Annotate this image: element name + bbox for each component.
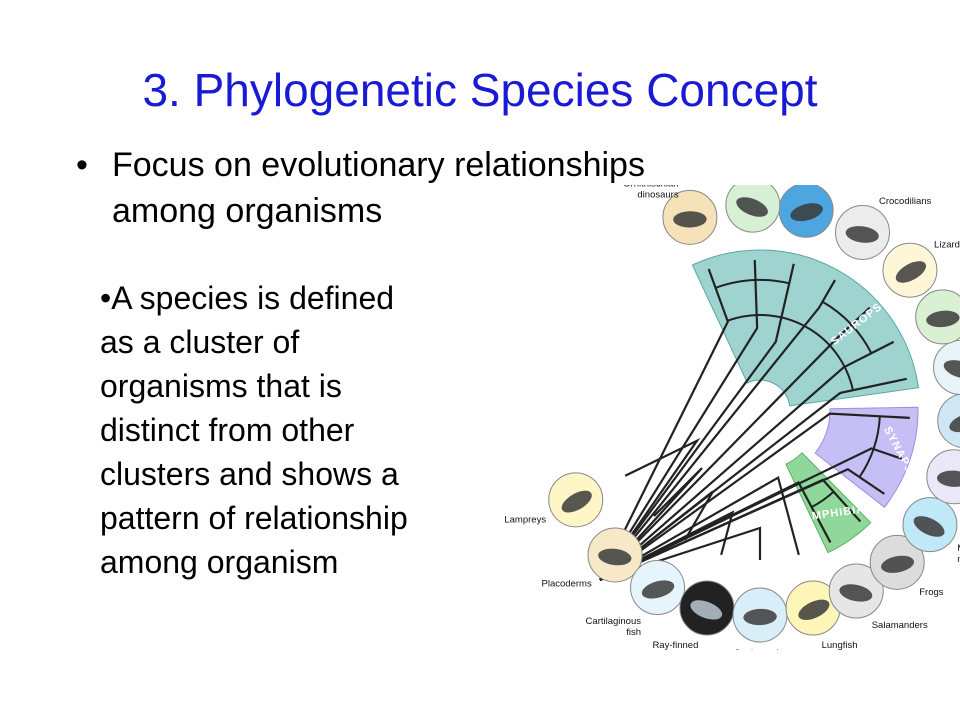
clade-node-arc — [858, 416, 881, 478]
taxon-label: Lungfish — [822, 640, 858, 650]
taxon-label-line: Monotreme — [957, 543, 960, 554]
coelacanth-icon — [743, 608, 777, 626]
sauropsida-clade — [691, 249, 920, 407]
tree-branch — [599, 377, 907, 581]
tree-branch — [599, 263, 795, 581]
tree-branch — [599, 268, 730, 581]
taxon-label: Coelacanths — [734, 648, 787, 650]
definition-line-2: as a cluster of — [100, 324, 300, 360]
tree-branch — [599, 412, 910, 581]
taxon-label: Lampreys — [504, 514, 546, 525]
bullet-marker: • — [76, 146, 88, 184]
frog-icon — [881, 555, 915, 573]
mammal-icon — [949, 413, 960, 433]
bird-icon — [790, 203, 823, 222]
tree-branch — [599, 447, 903, 581]
clade-node-arc — [727, 314, 854, 391]
tree-branch — [599, 475, 800, 581]
taxon-label: Lizards — [934, 240, 960, 251]
taxon-label-line: Lungfish — [822, 640, 858, 650]
bullet-focus-line-2: among organisms — [112, 192, 383, 230]
clade-node-arc — [715, 279, 790, 289]
crocodile-icon — [845, 226, 879, 243]
taxon-label-line: Lampreys — [504, 514, 546, 525]
lungfish-icon — [798, 599, 830, 621]
phylogenetic-tree: AMPHIBIASYNAPSIDASAUROPSIDALampreysPlaco… — [504, 185, 960, 650]
echidna-icon — [913, 516, 945, 537]
taxon-label-line: dinosaurs — [637, 189, 678, 200]
tree-branch — [599, 468, 885, 582]
bullet-focus-line-1: Focus on evolutionary relationships — [112, 146, 645, 184]
synapsida-clade — [814, 406, 919, 508]
taxon-label: Non-aviandinosaurs — [730, 185, 773, 186]
taxon-label-line: Lizards — [934, 240, 960, 251]
taxon-label-line: Crocodilians — [879, 196, 932, 207]
taxon-label-line: Frogs — [919, 587, 944, 598]
definition-line-3: organisms that is — [100, 368, 342, 404]
tree-branch — [599, 279, 836, 581]
taxon-label-line: Placoderms — [542, 578, 592, 589]
tree-branch — [599, 260, 759, 581]
tree-branch — [599, 340, 895, 581]
opossum-icon — [937, 470, 960, 487]
taxon-label-line: Ray-finned — [652, 640, 698, 650]
taxon-label: Crocodilians — [879, 196, 932, 207]
definition-line-1: •A species is defined — [100, 280, 395, 316]
taxon-label-line: Cartilaginous — [586, 616, 642, 627]
fish-icon — [690, 600, 723, 620]
clade-node-arc — [821, 300, 873, 354]
clade-node-arc — [811, 491, 835, 509]
dinosaur-icon — [736, 197, 768, 217]
amphibia-clade — [785, 452, 872, 554]
taxon-label: Salamanders — [872, 620, 928, 631]
taxon-circle — [937, 393, 960, 448]
stegosaur-icon — [673, 211, 707, 228]
snake-icon — [926, 310, 960, 328]
placoderm-icon — [598, 548, 632, 566]
taxon-label-line: mammals — [957, 554, 960, 565]
taxon-label: Placoderms — [542, 578, 592, 589]
taxon-label-line: dinosaurs — [731, 185, 772, 186]
taxon-label-line: fish — [626, 627, 641, 638]
bullet-definition: •A species is defined as a cluster of or… — [100, 276, 520, 584]
bullet-focus-text: Focus on evolutionary relationships amon… — [112, 142, 802, 234]
definition-line-4: distinct from other — [100, 412, 355, 448]
taxon-label-line: Ornithischian — [623, 185, 678, 189]
definition-line-5: clusters and shows a — [100, 456, 399, 492]
taxon-label: Monotrememammals — [957, 543, 960, 565]
tree-branch — [599, 306, 871, 581]
tree-branch — [599, 437, 701, 581]
taxon-label: Ornithischiandinosaurs — [623, 185, 679, 200]
lamprey-icon — [561, 490, 592, 513]
shark-icon — [641, 580, 675, 599]
taxon-label: Frogs — [919, 587, 944, 598]
lizard-icon — [895, 261, 927, 283]
salamander-icon — [839, 584, 873, 602]
taxon-label-line: Coelacanths — [734, 648, 787, 650]
definition-line-6: pattern of relationship — [100, 500, 408, 536]
definition-line-7: among organism — [100, 544, 339, 580]
slide-title: 3. Phylogenetic Species Concept — [142, 64, 818, 116]
taxon-label: Ray-finnedfish — [652, 640, 698, 650]
taxon-label-line: Salamanders — [872, 620, 928, 631]
